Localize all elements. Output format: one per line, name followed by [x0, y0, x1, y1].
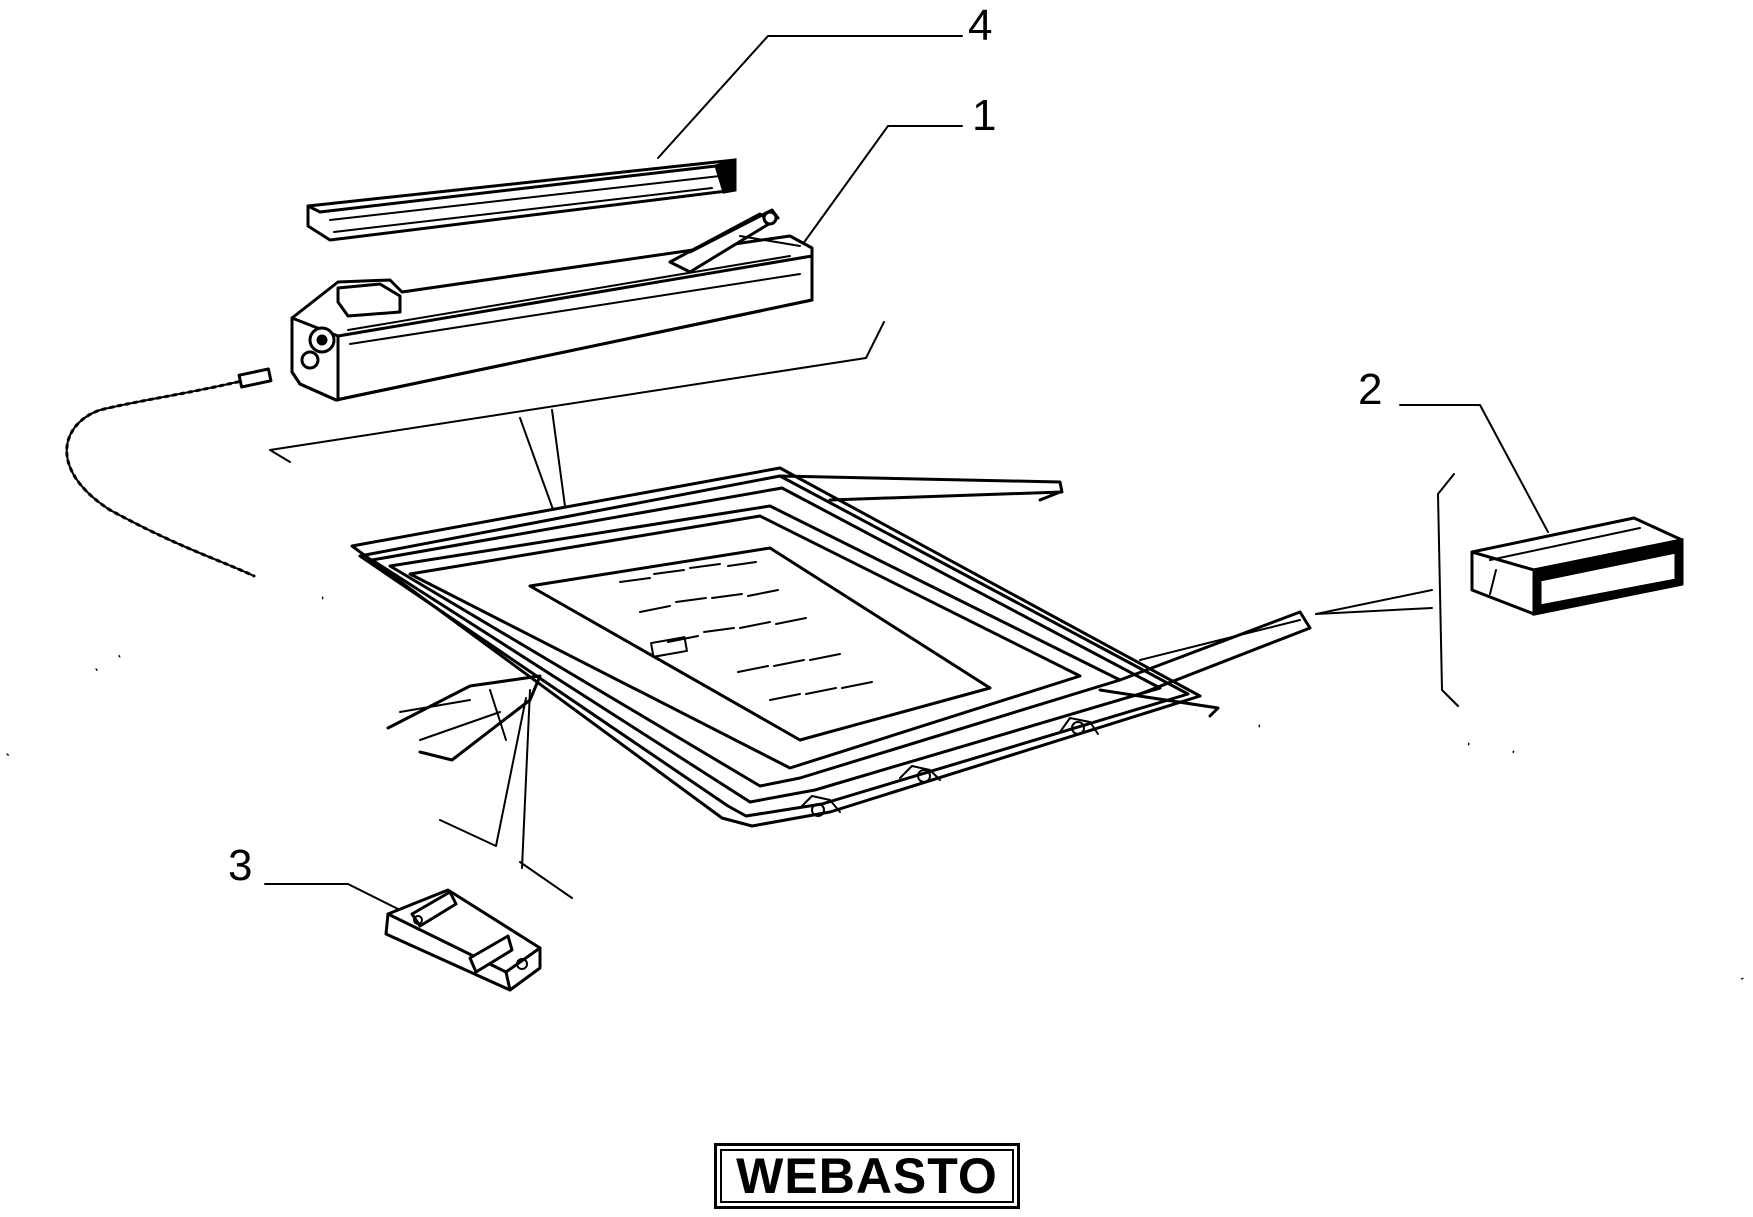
- callout-label-4: 4: [968, 1, 993, 50]
- front-bracket: [386, 674, 542, 762]
- callout-label-2: 2: [1358, 365, 1383, 414]
- part-2-pad-block: [1470, 516, 1684, 616]
- drive-cable: [65, 367, 273, 578]
- leader-line-1: [799, 125, 963, 249]
- brand-label-box: WEBASTO: [714, 1143, 1020, 1209]
- leader-line-3: [264, 883, 421, 921]
- callout-label-3: 3: [228, 841, 253, 890]
- frame-to-bracket-lines: [439, 689, 573, 899]
- leader-line-4: [657, 35, 963, 159]
- leader-line-2: [1399, 404, 1549, 533]
- sunroof-frame: [350, 466, 1312, 828]
- part-4-cover-strip: [306, 157, 737, 242]
- part-2-pointer-lines: [1315, 473, 1459, 707]
- part-3-bracket: [384, 888, 542, 992]
- drain-tubes: [4, 594, 1746, 980]
- part-1-guide-rail: [290, 208, 814, 402]
- callout-label-1: 1: [972, 91, 997, 140]
- leader-lines: [264, 35, 1549, 921]
